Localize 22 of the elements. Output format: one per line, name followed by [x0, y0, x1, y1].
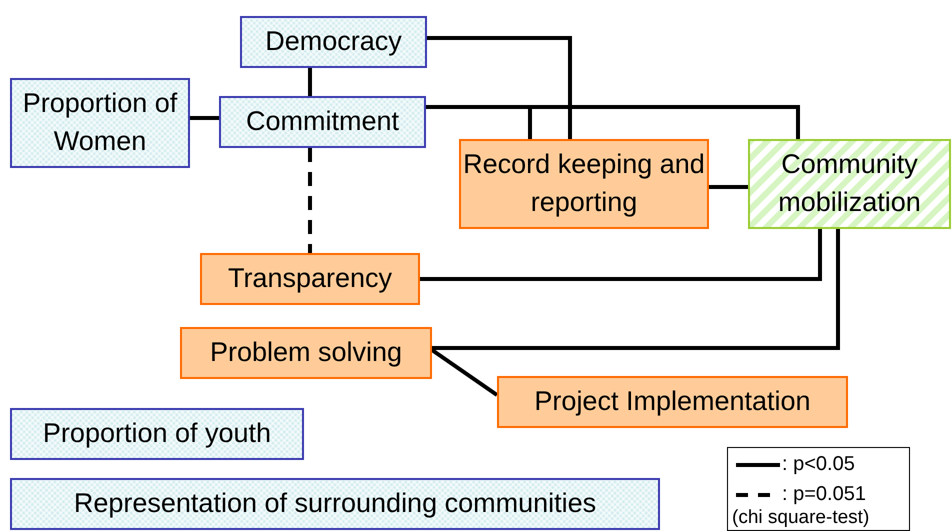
legend-text: : p=0.051	[782, 483, 866, 506]
process-box: Record keeping and reporting	[459, 139, 709, 229]
connector-line	[308, 68, 312, 96]
connector-line	[426, 105, 800, 139]
connector-line	[420, 229, 822, 281]
connector-line	[308, 148, 312, 253]
connector-line	[709, 185, 748, 189]
process-box: Project Implementation	[497, 376, 848, 428]
connector-line	[430, 348, 498, 397]
connector-line	[432, 229, 840, 350]
legend-note: (chi square-test)	[732, 507, 870, 529]
factor-box: Representation of surrounding communities	[10, 478, 660, 530]
connector-line	[190, 116, 219, 120]
factor-box: Democracy	[240, 16, 427, 68]
factor-box: Commitment	[219, 96, 426, 148]
factor-box: Proportion of youth	[10, 408, 304, 460]
connector-line	[427, 36, 572, 139]
outcome-box: Community mobilization	[748, 139, 951, 229]
factor-box: Proportion of Women	[10, 78, 190, 168]
process-box: Problem solving	[180, 327, 432, 379]
process-box: Transparency	[200, 253, 420, 305]
legend-text: : p<0.05	[782, 453, 855, 476]
